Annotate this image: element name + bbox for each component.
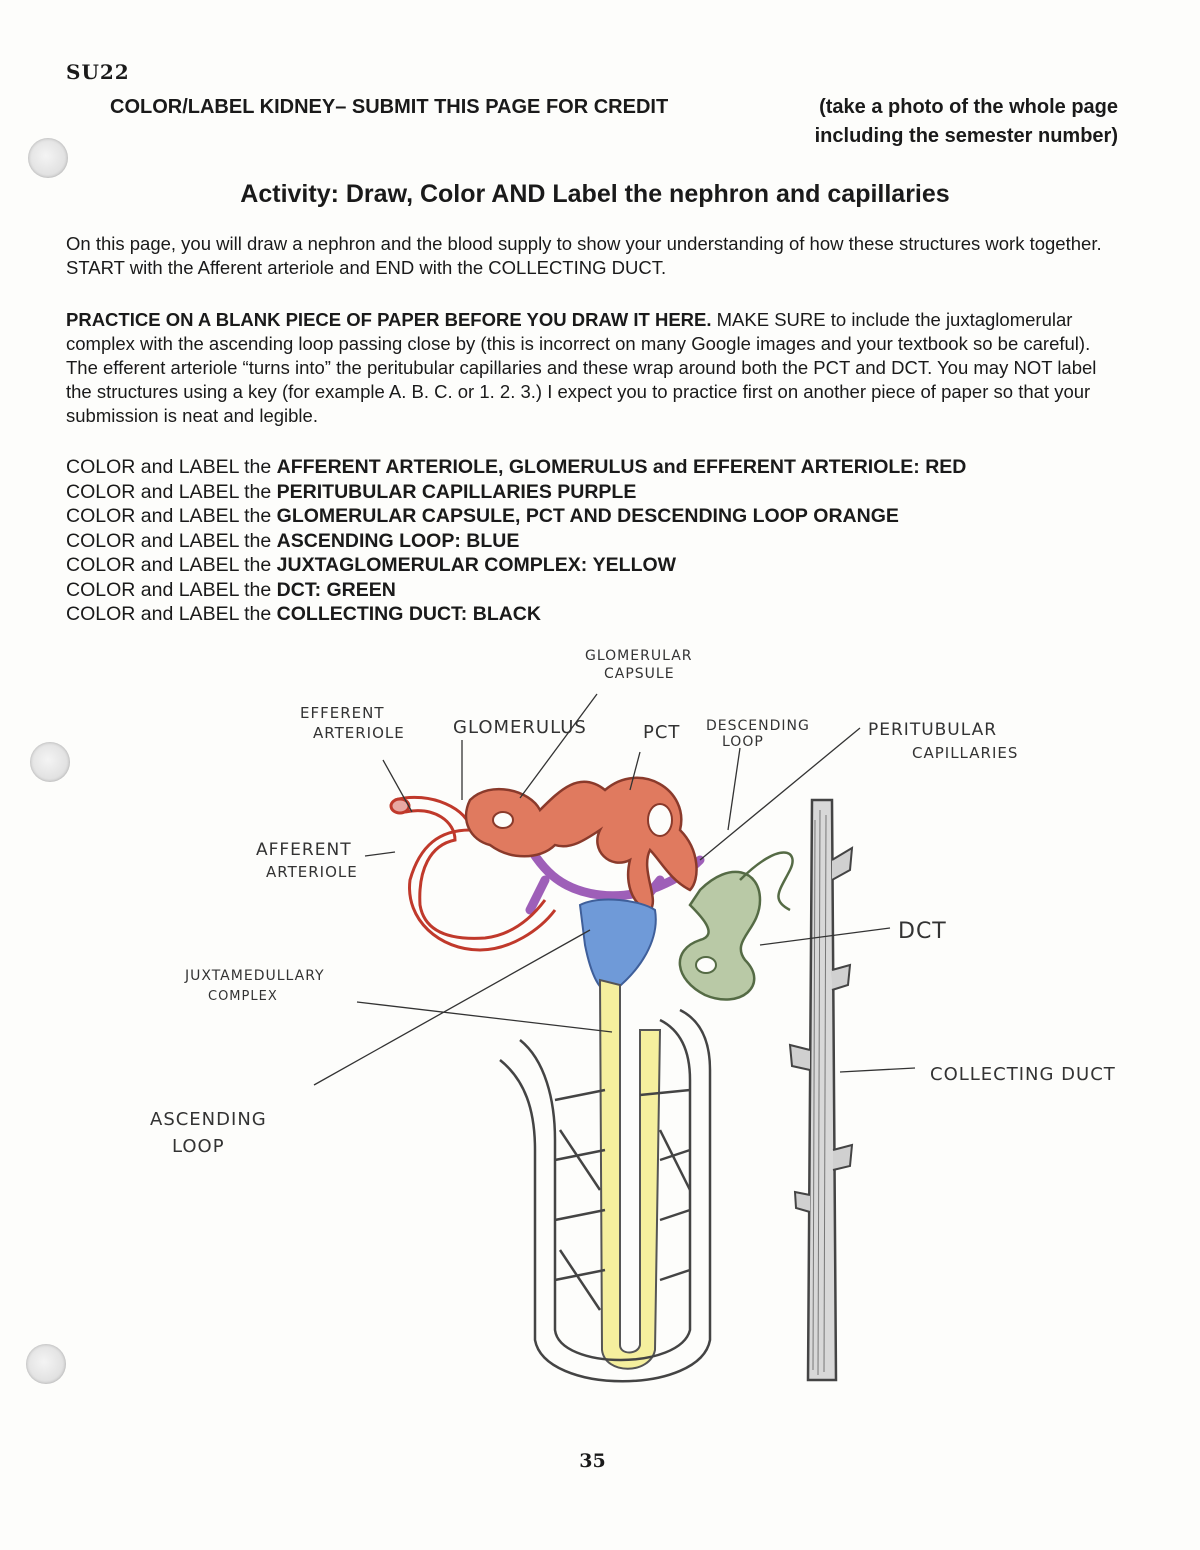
ascending-loop-blue: [580, 900, 656, 992]
label-glomerulus: GLOMERULUS: [453, 717, 587, 738]
collecting-duct: [790, 800, 852, 1380]
label-juxtamedullary-line2: COMPLEX: [208, 989, 278, 1004]
loop-of-henle: [600, 980, 660, 1369]
label-efferent-line1: EFFERENT: [300, 704, 385, 722]
label-glomerular-capsule-line2: CAPSULE: [604, 666, 675, 682]
label-glomerular-capsule-line1: GLOMERULAR: [585, 648, 693, 664]
label-peritubular-line2: CAPILLARIES: [912, 744, 1018, 762]
page-number: 35: [0, 1450, 1185, 1472]
label-efferent-line2: ARTERIOLE: [313, 724, 405, 742]
label-ascending-line1: ASCENDING: [150, 1109, 267, 1130]
label-afferent-line1: AFFERENT: [256, 840, 352, 860]
label-pct: PCT: [643, 722, 680, 743]
label-collecting-duct: COLLECTING DUCT: [930, 1064, 1116, 1085]
label-ascending-line2: LOOP: [172, 1136, 225, 1157]
label-descending-line1: DESCENDING: [706, 718, 810, 734]
label-juxtamedullary-line1: JUXTAMEDULLARY: [184, 968, 325, 984]
label-afferent-line2: ARTERIOLE: [266, 863, 358, 881]
label-dct: DCT: [898, 919, 947, 944]
label-peritubular-line1: PERITUBULAR: [868, 720, 997, 740]
label-descending-line2: LOOP: [722, 734, 764, 750]
